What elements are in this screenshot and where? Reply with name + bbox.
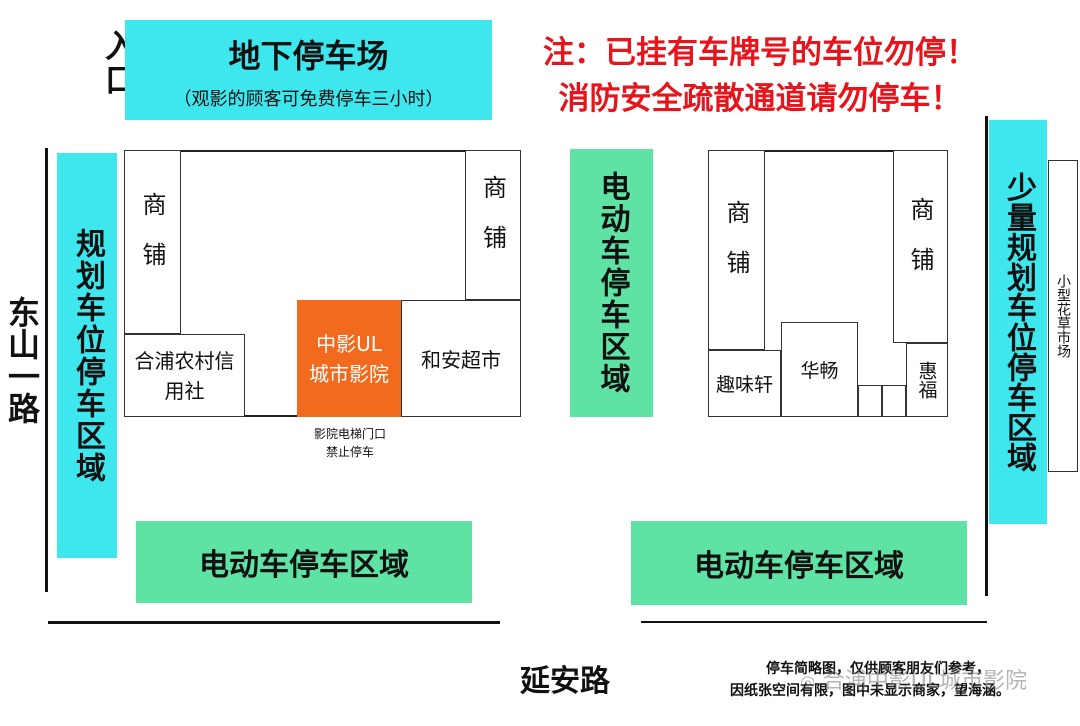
- small-shop-2: [882, 385, 906, 417]
- ebike-parking-vertical: 电动车停车区域: [570, 149, 653, 417]
- shop-left-1: 商铺: [124, 150, 181, 334]
- right-boundary-line: [985, 116, 988, 596]
- ebike-bottom-left-label: 电动车停车区域: [199, 548, 409, 583]
- small-shop-1: [858, 385, 882, 417]
- credit-union: 合浦农村信用社: [124, 334, 245, 417]
- notice-line-2: 消防安全疏散通道请勿停车！: [558, 81, 962, 117]
- cinema-notice-line-2: 禁止停车: [325, 445, 374, 459]
- huifu-label: 惠福: [915, 361, 938, 399]
- cinema-elevator-notice: 影院电梯门口 禁止停车: [290, 423, 410, 463]
- supermarket-label: 和安超市: [421, 348, 501, 372]
- footer-line-1: 停车简略图，仅供顾客朋友们参考，: [766, 661, 990, 677]
- ebike-parking-bottom-left: 电动车停车区域: [136, 521, 472, 603]
- huachang-label: 华畅: [800, 360, 839, 382]
- he-an-supermarket: 和安超市: [401, 300, 521, 417]
- shop-left-2: 商铺: [465, 150, 521, 300]
- shop-right-2: 商铺: [893, 150, 948, 343]
- shop-right-1: 商铺: [708, 150, 765, 350]
- underground-parking-subtitle: （观影的顾客可免费停车三小时）: [173, 89, 444, 110]
- dongshan-road-line: [45, 148, 48, 592]
- notice-line-1: 注：已挂有车牌号的车位勿停！: [543, 35, 977, 71]
- credit-union-label: 合浦农村信用社: [134, 348, 235, 403]
- cinema: 中影UL城市影院: [297, 300, 401, 417]
- planned-parking-left: 规划车位停车区域: [57, 153, 117, 558]
- cinema-notice-line-1: 影院电梯门口: [313, 427, 386, 441]
- watermark: ◎ 合浦中影UL城市影院: [800, 663, 1070, 699]
- cinema-label: 中影UL城市影院: [309, 331, 389, 386]
- ebike-bottom-right-label: 电动车停车区域: [694, 549, 904, 584]
- quweixuan-label: 趣味轩: [715, 374, 773, 396]
- parking-notice: 注：已挂有车牌号的车位勿停！ 消防安全疏散通道请勿停车！: [500, 30, 1020, 120]
- huifu: 惠福: [906, 343, 948, 417]
- ebike-parking-bottom-right: 电动车停车区域: [631, 521, 967, 605]
- quweixuan: 趣味轩: [708, 350, 781, 417]
- dongshan-road-label: 东山一路: [3, 296, 41, 424]
- limited-planned-parking-right: 少量规划车位停车区域: [989, 120, 1047, 524]
- flower-market: 小型花草市场: [1048, 160, 1078, 472]
- yanan-road-line-right: [641, 621, 987, 623]
- footer-line-2: 因纸张空间有限，图中未显示商家，望海涵。: [730, 683, 1010, 699]
- watermark-text: 合浦中影UL城市影院: [822, 669, 1028, 694]
- footer-note: 停车简略图，仅供顾客朋友们参考， 因纸张空间有限，图中未显示商家，望海涵。: [730, 658, 1070, 708]
- yanan-road-label: 延安路: [520, 664, 610, 699]
- huachang: 华畅: [781, 322, 858, 417]
- underground-parking-title: 地下停车场: [228, 37, 389, 75]
- underground-parking-area: 地下停车场 （观影的顾客可免费停车三小时）: [125, 20, 492, 120]
- watermark-icon: ◎: [800, 672, 816, 693]
- yanan-road-line-left: [48, 621, 500, 624]
